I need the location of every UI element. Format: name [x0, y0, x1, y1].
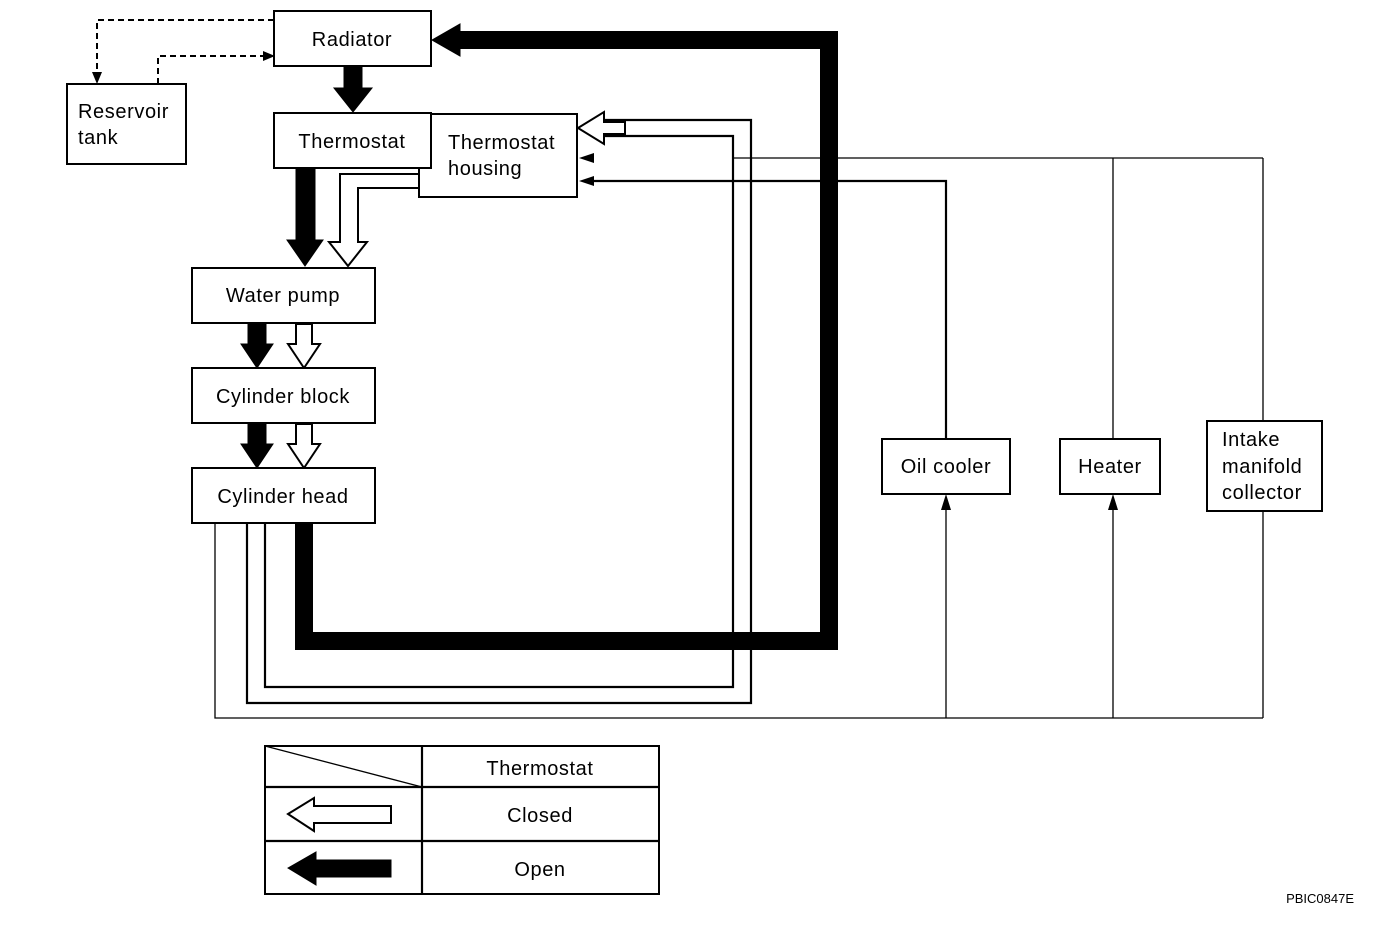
closed-flow-arrow-housing: [576, 110, 626, 146]
figure-id: PBIC0847E: [1286, 891, 1354, 906]
heater-box: Heater: [1059, 438, 1161, 495]
main-open-flow-loop: [295, 31, 838, 650]
reservoir-tank-box: Reservoir tank: [66, 83, 187, 165]
closed-flow-arrow-block-head: [286, 423, 322, 470]
reservoir-overflow-line: [96, 19, 274, 72]
oil-cooler-label: Oil cooler: [901, 456, 991, 478]
water-pump-label: Water pump: [226, 285, 340, 307]
bypass-flow-arrow: [326, 173, 420, 268]
legend-header: Thermostat: [486, 758, 593, 780]
cylinder-block-box: Cylinder block: [191, 367, 376, 424]
oil-cooler-outlet-line: [593, 179, 948, 439]
closed-flow-arrow-pump-block: [286, 323, 322, 370]
return-line-inner: [263, 134, 735, 689]
return-line-outer: [245, 118, 753, 705]
thermostat-label: Thermostat: [298, 131, 405, 153]
legend-corner-diagonal: [264, 745, 423, 788]
water-pump-box: Water pump: [191, 267, 376, 324]
open-flow-arrow-radiator-thermostat: [332, 65, 374, 113]
legend-open-arrow-icon: [287, 851, 392, 886]
reservoir-return-arrowhead: [263, 51, 275, 61]
intake-manifold-label-line3: collector: [1222, 482, 1302, 504]
legend-closed-arrow-icon: [286, 796, 392, 833]
thermostat-housing-label-line1: Thermostat: [448, 132, 555, 154]
oil-cooler-box: Oil cooler: [881, 438, 1011, 495]
reservoir-return-line: [157, 55, 264, 84]
arrowhead-housing-inner: [579, 153, 594, 163]
legend-table: Thermostat Closed Open: [264, 745, 660, 895]
open-flow-arrowhead-radiator: [430, 23, 461, 57]
arrowhead-oil-cooler-inlet: [941, 494, 951, 510]
open-flow-arrow-thermostat-pump: [286, 167, 324, 267]
heater-label: Heater: [1078, 456, 1142, 478]
legend-open-label: Open: [514, 859, 565, 881]
reservoir-overflow-arrowhead: [92, 72, 102, 84]
intake-manifold-label-line1: Intake: [1222, 429, 1280, 451]
cylinder-block-label: Cylinder block: [216, 386, 350, 408]
reservoir-tank-label-line1: Reservoir: [78, 101, 169, 123]
cylinder-head-box: Cylinder head: [191, 467, 376, 524]
cylinder-head-label: Cylinder head: [217, 486, 348, 508]
open-flow-arrow-pump-block: [240, 323, 274, 369]
arrowhead-heater-inlet: [1108, 494, 1118, 510]
thermostat-box: Thermostat: [273, 112, 432, 169]
intake-manifold-label-line2: manifold: [1222, 456, 1302, 478]
radiator-box: Radiator: [273, 10, 432, 67]
open-flow-arrow-block-head: [240, 423, 274, 469]
thermostat-housing-label-line2: housing: [448, 158, 522, 180]
radiator-label: Radiator: [312, 29, 392, 51]
bottom-supply-line: [214, 524, 1263, 719]
arrowhead-housing-oil: [579, 176, 594, 186]
reservoir-tank-label-line2: tank: [78, 127, 119, 149]
legend-closed-label: Closed: [507, 805, 573, 827]
thermostat-housing-box: Thermostat housing: [418, 113, 578, 198]
intake-manifold-collector-box: Intake manifold collector: [1206, 420, 1323, 512]
